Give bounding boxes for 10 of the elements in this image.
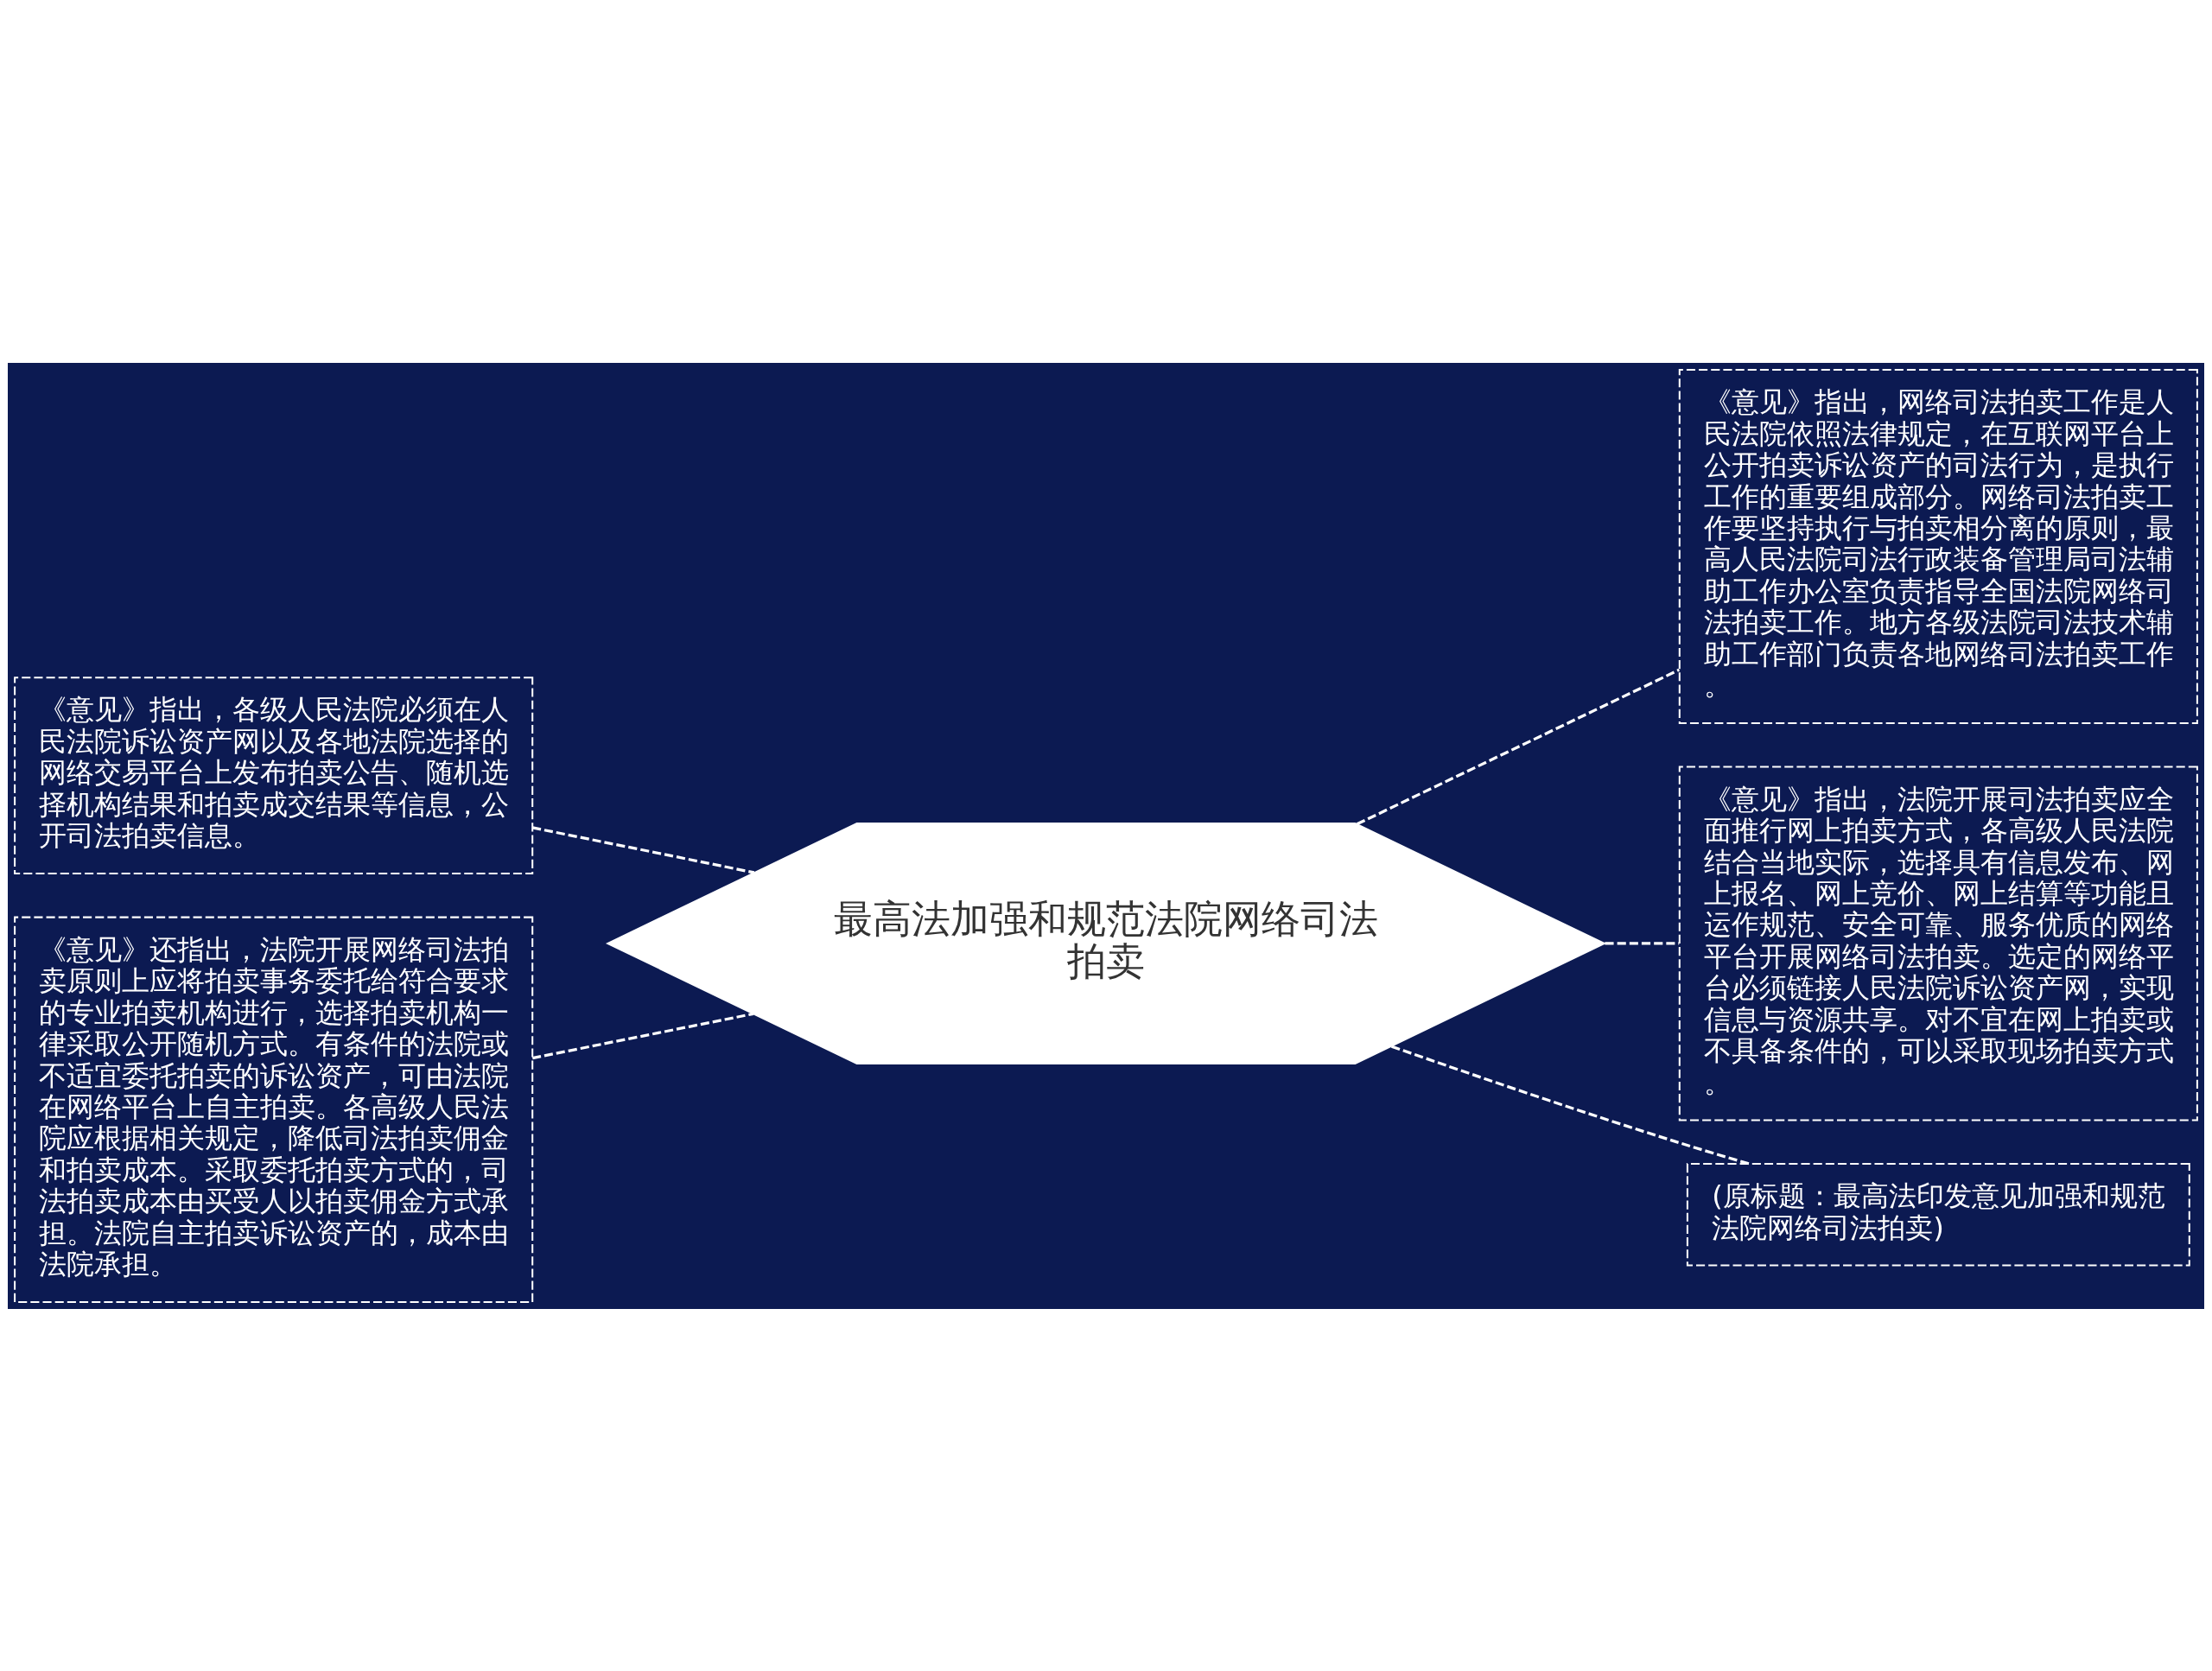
node-box: 《意见》指出，法院开展司法拍卖应全面推行网上拍卖方式，各高级人民法院结合当地实际，选择具有信息发布、网上报名、网上竞价、网上结算等功能且运作规范、安全可靠、服务优质的网络平台开展网络司法拍卖。选定的网络平台必须链接人民法院诉讼资产网，实现信息与资源共享。对不宜在网上拍卖或不具备条件的，可以采取现场拍卖方式。 [1678,766,2198,1121]
connector [1391,1045,1750,1165]
node-box: 《意见》指出，各级人民法院必须在人民法院诉讼资产网以及各地法院选择的网络交易平台上发布拍卖公告、随机选择机构结果和拍卖成交结果等信息，公开司法拍卖信息。 [14,676,534,874]
connector [1605,941,1680,945]
connector [531,1012,754,1059]
connector [1356,668,1680,825]
node-box: (原标题：最高法印发意见加强和规范法院网络司法拍卖) [1686,1162,2190,1266]
node-box: 《意见》指出，网络司法拍卖工作是人民法院依照法律规定，在互联网平台上公开拍卖诉讼资产的司法行为，是执行工作的重要组成部分。网络司法拍卖工作要坚持执行与拍卖相分离的原则，最高人民法院司法行政装备管理局司法辅助工作办公室负责指导全国法院网络司法拍卖工作。地方各级法院司法技术辅助工作部门负责各地网络司法拍卖工作。 [1678,368,2198,724]
connector [531,825,755,874]
node-box: 《意见》还指出，法院开展网络司法拍卖原则上应将拍卖事务委托给符合要求的专业拍卖机构进行，选择拍卖机构一律采取公开随机方式。有条件的法院或不适宜委托拍卖的诉讼资产，可由法院在网络平台上自主拍卖。各高级人民法院应根据相关规定，降低司法拍卖佣金和拍卖成本。采取委托拍卖方式的，司法拍卖成本由买受人以拍卖佣金方式承担。法院自主拍卖诉讼资产的，成本由法院承担。 [14,916,534,1303]
